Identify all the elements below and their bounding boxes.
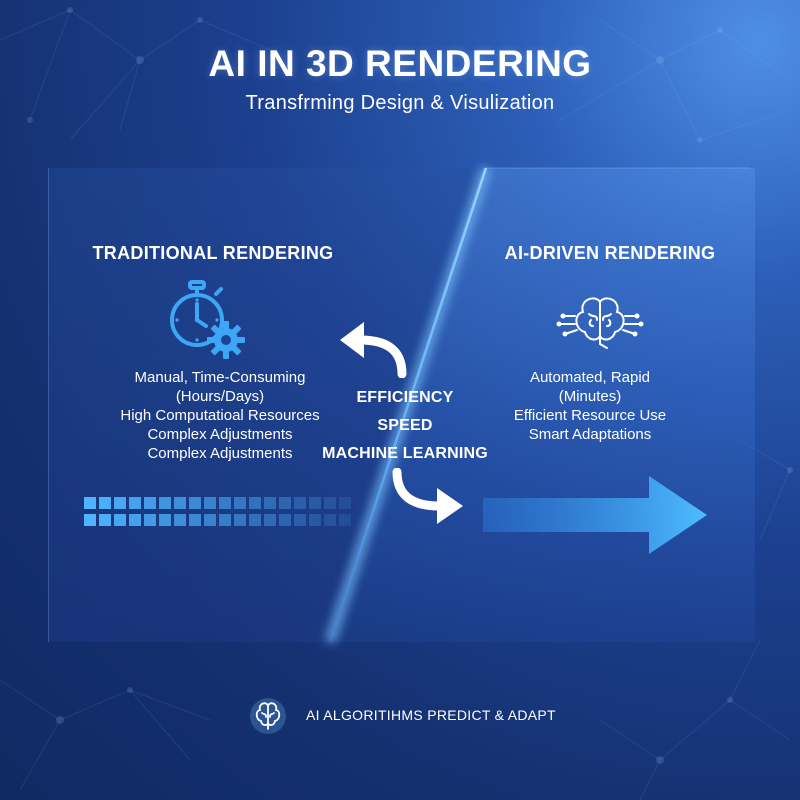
pixel-square — [294, 497, 306, 509]
page-subtitle: Transfrming Design & Visulization — [245, 92, 555, 114]
keyword-efficiency: EFFICIENCY — [356, 389, 454, 406]
pixel-square — [129, 514, 141, 526]
pixel-square — [324, 514, 336, 526]
pixel-square — [99, 514, 111, 526]
page-title: AI IN 3D RENDERING — [208, 43, 592, 84]
pixel-square — [174, 514, 186, 526]
list-item: High Computatioal Resources — [120, 407, 320, 424]
list-item: Efficient Resource Use — [513, 407, 667, 424]
traditional-heading: TRADITIONAL RENDERING — [92, 243, 334, 263]
pixel-square — [234, 514, 246, 526]
ai-driven-heading: AI-DRIVEN RENDERING — [504, 243, 716, 263]
pixel-square — [309, 497, 321, 509]
list-item: Automated, Rapid — [529, 369, 651, 386]
pixel-square — [114, 514, 126, 526]
pixel-square — [339, 497, 351, 509]
pixel-square — [99, 497, 111, 509]
pixel-square — [204, 497, 216, 509]
pixel-square — [219, 514, 231, 526]
pixel-square — [174, 497, 186, 509]
ai-driven-list: Automated, Rapid (Minutes) Efficient Res… — [485, 368, 695, 444]
pixel-square — [144, 497, 156, 509]
list-item: Complex Adjustments — [147, 426, 293, 443]
pixel-square — [84, 497, 96, 509]
pixel-square — [249, 497, 261, 509]
pixel-square — [234, 497, 246, 509]
pixel-square — [204, 514, 216, 526]
pixel-square — [159, 514, 171, 526]
list-item: Manual, Time-Consuming — [134, 369, 306, 386]
pixel-square — [339, 514, 351, 526]
pixel-square — [84, 514, 96, 526]
pixel-square — [189, 497, 201, 509]
stopwatch-icon — [170, 280, 224, 347]
pixel-square — [144, 514, 156, 526]
curved-arrow-up-icon — [340, 322, 407, 378]
big-right-arrow-icon — [483, 476, 707, 554]
curved-arrow-down-icon — [392, 468, 463, 524]
gear-icon — [207, 321, 245, 359]
pixel-square — [294, 514, 306, 526]
footer-caption: AI ALGORITIHMS PREDICT & ADAPT — [306, 707, 556, 723]
pixel-square — [129, 497, 141, 509]
traditional-list: Manual, Time-Consuming (Hours/Days) High… — [90, 368, 350, 463]
pixel-square — [279, 514, 291, 526]
center-keywords: EFFICIENCY SPEED MACHINE LEARNING — [310, 384, 500, 468]
list-item: (Hours/Days) — [175, 388, 265, 405]
pixel-grid-graphic — [84, 497, 351, 526]
pixel-square — [309, 514, 321, 526]
pixel-square — [189, 514, 201, 526]
list-item: Complex Adjustments — [147, 445, 293, 462]
pixel-square — [324, 497, 336, 509]
list-item: (Minutes) — [558, 388, 622, 405]
pixel-square — [114, 497, 126, 509]
brain-circuit-icon — [556, 297, 644, 349]
pixel-square — [279, 497, 291, 509]
pixel-square — [249, 514, 261, 526]
pixel-square — [219, 497, 231, 509]
pixel-square — [159, 497, 171, 509]
brain-icon — [250, 698, 286, 734]
pixel-square — [264, 497, 276, 509]
keyword-speed: SPEED — [377, 417, 433, 434]
list-item: Smart Adaptations — [528, 426, 652, 443]
pixel-square — [264, 514, 276, 526]
keyword-machine-learning: MACHINE LEARNING — [322, 445, 488, 462]
